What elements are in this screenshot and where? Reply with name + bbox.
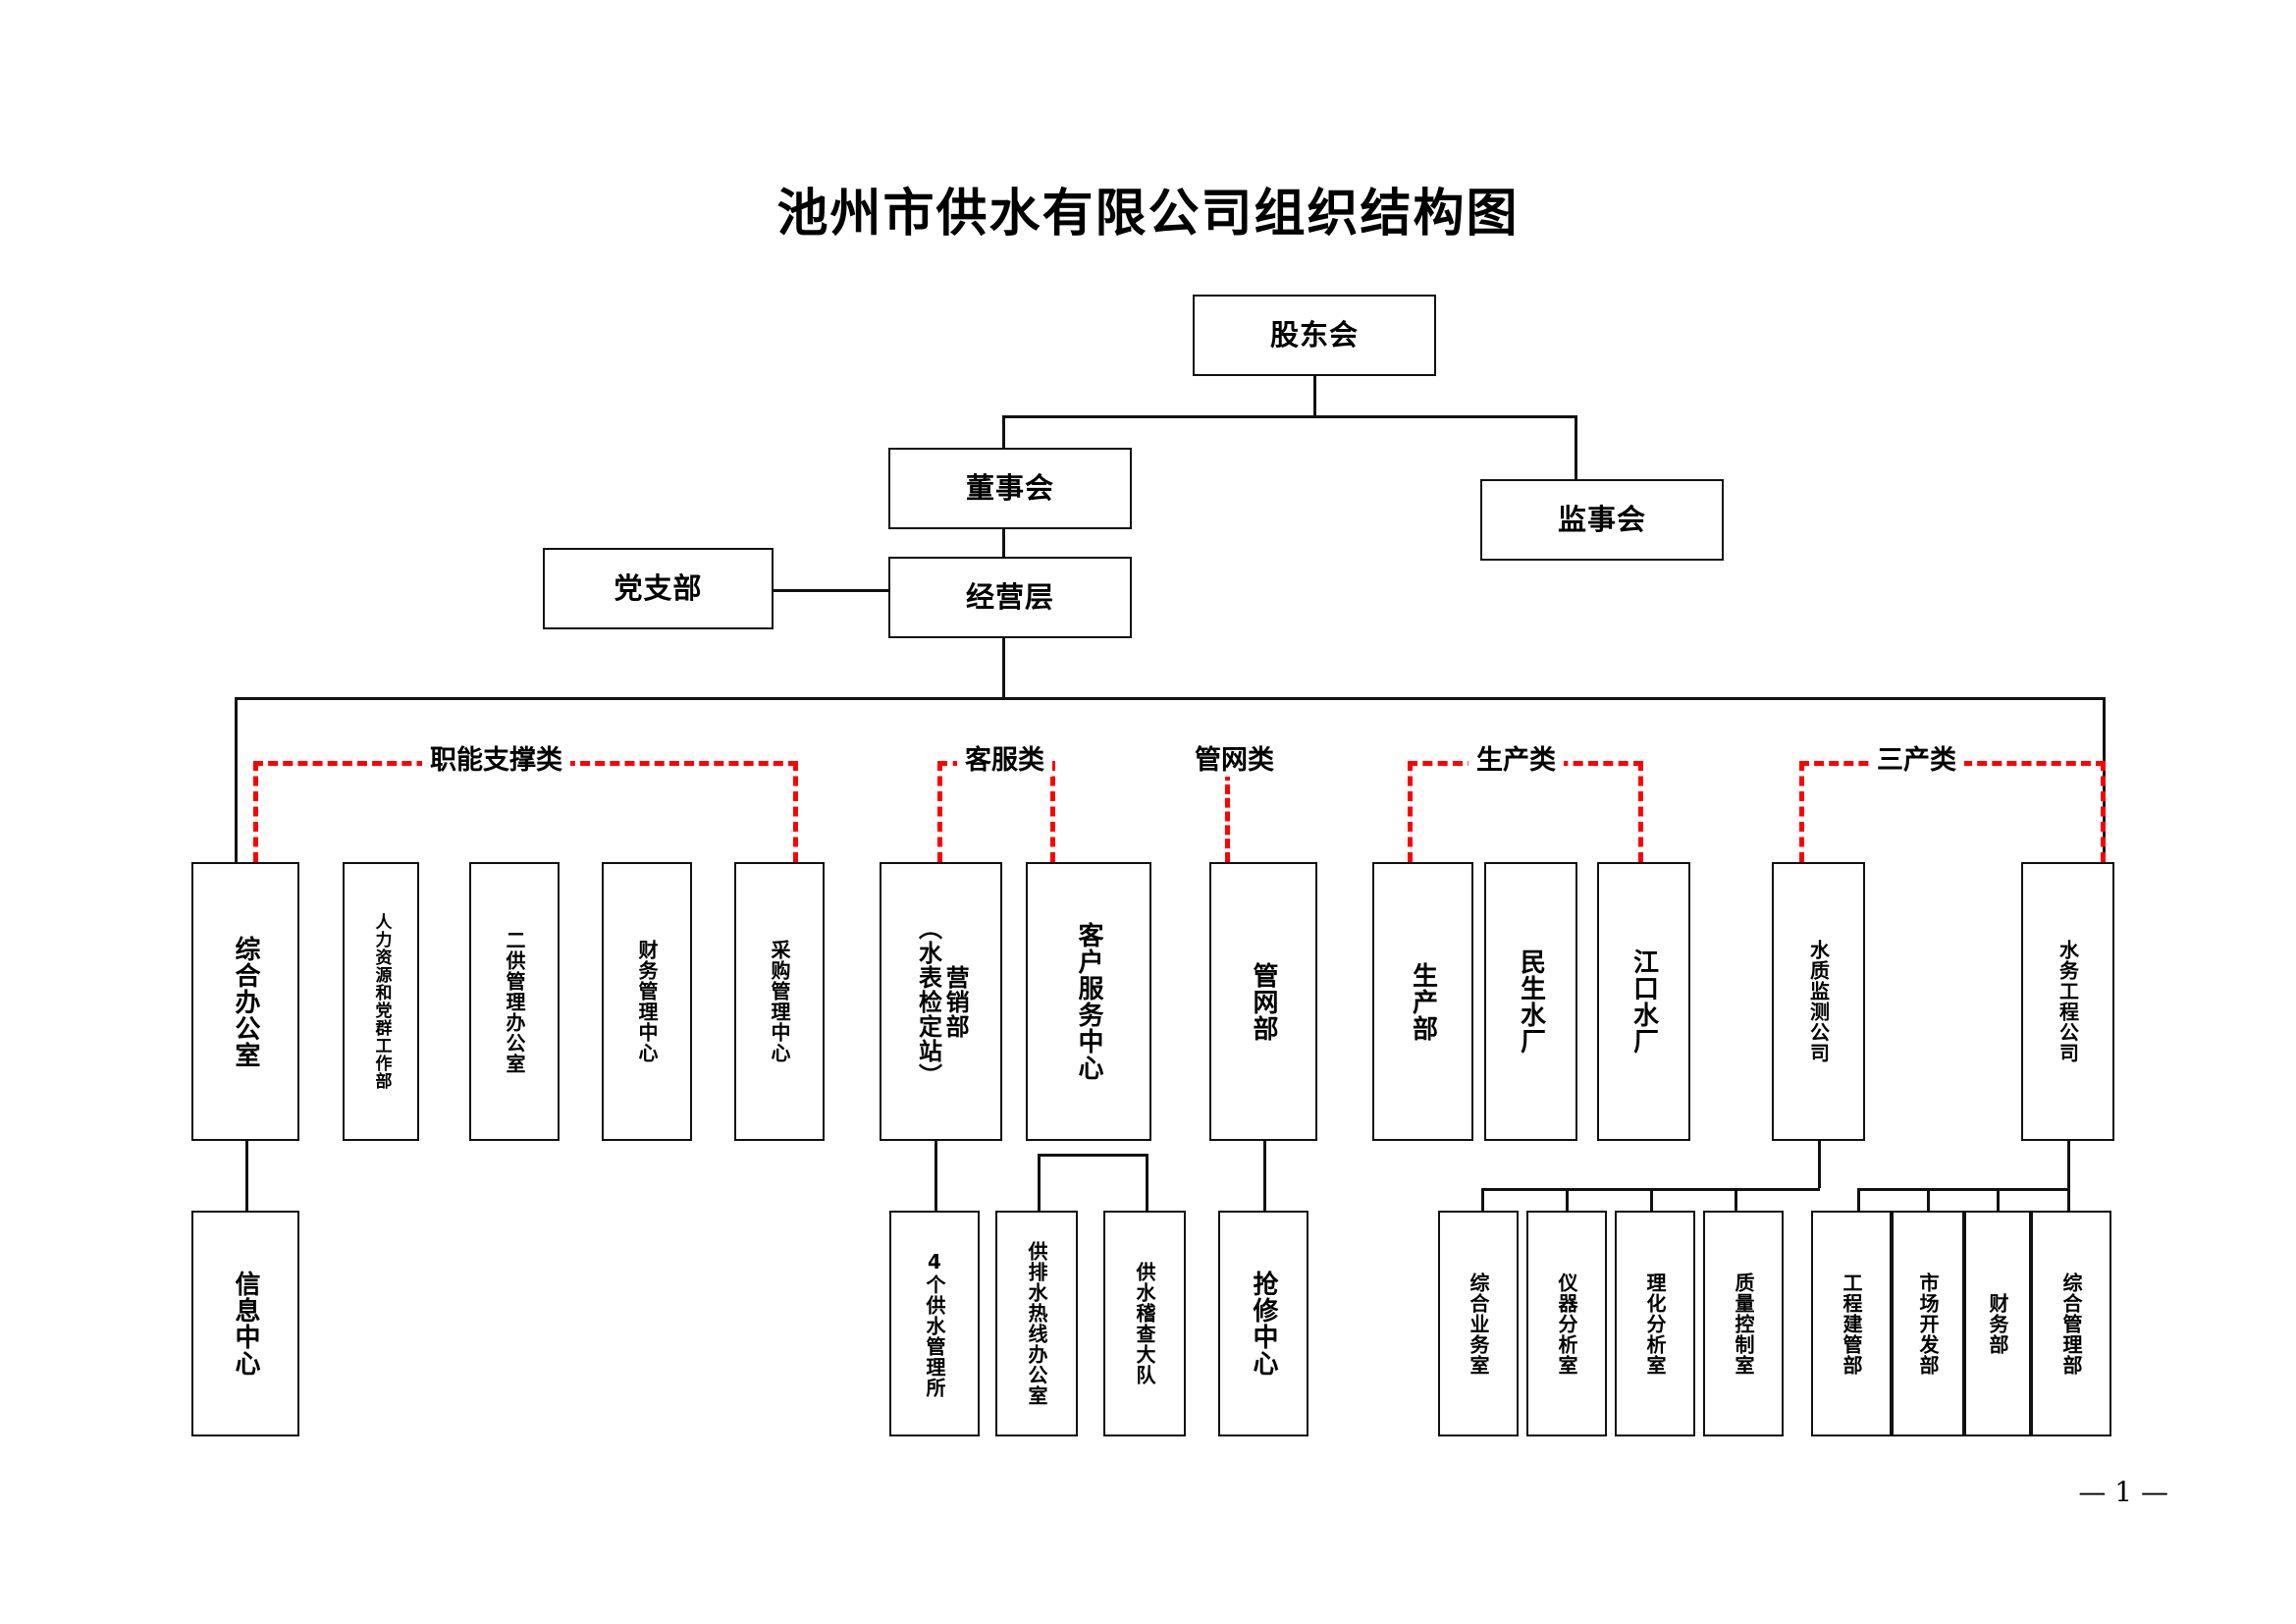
node-jiangkou-water-plant-label: 江口水厂 xyxy=(1629,948,1659,1055)
node-physical-chemical-analysis-room[interactable]: 理化分析室 xyxy=(1615,1211,1695,1436)
node-marketing-dept[interactable]: 营销部 （水表检定站） xyxy=(880,862,1002,1141)
connector-to-board xyxy=(1002,415,1005,448)
node-shareholders[interactable]: 股东会 xyxy=(1193,295,1436,376)
connector-marketing-to-supply-offices xyxy=(934,1141,937,1211)
node-board-of-directors-label: 董事会 xyxy=(965,471,1054,506)
node-finance-management-center-label: 财务管理中心 xyxy=(635,940,659,1063)
page-title: 池州市供水有限公司组织结构图 xyxy=(776,185,1520,244)
connector-water-engineering-down xyxy=(2067,1141,2070,1188)
node-finance-dept[interactable]: 财务部 xyxy=(1964,1211,2031,1436)
connector-pipe-network-to-repair-center xyxy=(1263,1141,1266,1211)
connector-board-bus xyxy=(1002,415,1576,418)
node-minsheng-water-plant-label: 民生水厂 xyxy=(1516,948,1546,1055)
node-board-of-supervisors[interactable]: 监事会 xyxy=(1480,479,1724,561)
category-bracket-pipe-network xyxy=(1225,771,1230,862)
node-party-branch-label: 党支部 xyxy=(614,571,703,606)
node-general-office-label: 综合办公室 xyxy=(231,935,260,1068)
node-hr-and-party-affairs[interactable]: 人力资源和党群工作部 xyxy=(343,862,419,1141)
node-shareholders-label: 股东会 xyxy=(1269,318,1359,352)
connector-management-down xyxy=(1002,617,1005,699)
node-water-engineering-company-label: 水务工程公司 xyxy=(2056,940,2080,1063)
node-board-of-directors[interactable]: 董事会 xyxy=(888,448,1132,529)
node-procurement-management-center-label: 采购管理中心 xyxy=(768,940,791,1063)
connector-water-engineering-bus xyxy=(1857,1188,2069,1191)
node-instrument-analysis-room[interactable]: 仪器分析室 xyxy=(1526,1211,1607,1436)
node-quality-control-room-label: 质量控制室 xyxy=(1732,1272,1755,1376)
node-general-business-room-label: 综合业务室 xyxy=(1467,1272,1490,1376)
node-customer-service-center-label: 客户服务中心 xyxy=(1074,922,1103,1081)
node-water-engineering-company[interactable]: 水务工程公司 xyxy=(2021,862,2114,1141)
connector-to-finance-dept xyxy=(1997,1188,2000,1211)
node-board-of-supervisors-label: 监事会 xyxy=(1557,503,1646,537)
node-jiangkou-water-plant[interactable]: 江口水厂 xyxy=(1597,862,1690,1141)
connector-main-bus xyxy=(235,697,2105,700)
connector-to-quality-control-room xyxy=(1735,1188,1737,1211)
connector-to-hotline-office xyxy=(1038,1154,1041,1211)
node-general-management-dept[interactable]: 综合管理部 xyxy=(2031,1211,2111,1436)
connector-to-supervisors xyxy=(1575,415,1577,479)
node-engineering-construction-dept[interactable]: 工程建管部 xyxy=(1811,1211,1892,1436)
node-quality-control-room[interactable]: 质量控制室 xyxy=(1703,1211,1784,1436)
connector-bus-leg-general-office xyxy=(235,697,238,862)
connector-to-physchem-analysis-room xyxy=(1650,1188,1653,1211)
node-hr-and-party-affairs-label: 人力资源和党群工作部 xyxy=(371,913,392,1090)
node-secondary-supply-office[interactable]: 二供管理办公室 xyxy=(469,862,560,1141)
node-management-layer[interactable]: 经营层 xyxy=(888,557,1132,638)
node-information-center[interactable]: 信息中心 xyxy=(191,1211,299,1436)
node-marketing-dept-label: 营销部 （水表检定站） xyxy=(914,915,970,1088)
node-management-layer-label: 经营层 xyxy=(965,580,1054,615)
node-general-office[interactable]: 综合办公室 xyxy=(191,862,299,1141)
connector-board-to-management xyxy=(1002,506,1005,557)
connector-to-engineering-construction-dept xyxy=(1857,1188,1860,1211)
connector-to-market-development-dept xyxy=(1927,1188,1930,1211)
node-water-quality-monitoring-company[interactable]: 水质监测公司 xyxy=(1772,862,1865,1141)
node-market-development-dept-label: 市场开发部 xyxy=(1916,1272,1940,1376)
node-minsheng-water-plant[interactable]: 民生水厂 xyxy=(1484,862,1577,1141)
node-party-branch[interactable]: 党支部 xyxy=(543,548,774,629)
connector-party-to-management xyxy=(758,589,890,592)
category-label-tertiary-industry: 三产类 xyxy=(1869,738,1964,777)
node-general-management-dept-label: 综合管理部 xyxy=(2059,1272,2083,1376)
category-label-production: 生产类 xyxy=(1468,738,1564,777)
node-production-dept[interactable]: 生产部 xyxy=(1372,862,1473,1141)
node-four-water-supply-offices-label: 4个供水管理所 xyxy=(923,1249,946,1398)
node-finance-dept-label: 财务部 xyxy=(1986,1292,2009,1355)
node-pipe-network-dept[interactable]: 管网部 xyxy=(1209,862,1317,1141)
connector-water-quality-down xyxy=(1818,1141,1821,1188)
category-label-pipe-network: 管网类 xyxy=(1187,738,1282,777)
node-water-supply-inspection-team[interactable]: 供水稽查大队 xyxy=(1103,1211,1186,1436)
node-emergency-repair-center[interactable]: 抢修中心 xyxy=(1218,1211,1308,1436)
connector-to-supply-inspection-team xyxy=(1146,1154,1148,1211)
node-water-quality-monitoring-company-label: 水质监测公司 xyxy=(1806,940,1831,1063)
node-water-supply-inspection-team-label: 供水稽查大队 xyxy=(1133,1262,1156,1385)
connector-general-office-to-info-center xyxy=(245,1141,248,1211)
connector-to-instrument-analysis-room xyxy=(1566,1188,1569,1211)
connector-shareholders-down xyxy=(1313,376,1316,415)
page-number: — 1 — xyxy=(2078,1476,2168,1508)
connector-to-general-management-dept xyxy=(2067,1188,2070,1211)
node-pipe-network-dept-label: 管网部 xyxy=(1249,961,1278,1042)
node-finance-management-center[interactable]: 财务管理中心 xyxy=(602,862,692,1141)
node-general-business-room[interactable]: 综合业务室 xyxy=(1438,1211,1519,1436)
category-label-functional-support: 职能支撑类 xyxy=(422,738,570,777)
node-instrument-analysis-room-label: 仪器分析室 xyxy=(1555,1272,1578,1376)
node-emergency-repair-center-label: 抢修中心 xyxy=(1249,1271,1278,1377)
node-customer-service-center[interactable]: 客户服务中心 xyxy=(1026,862,1151,1141)
connector-bus-leg-water-engineering xyxy=(2103,697,2106,862)
node-physical-chemical-analysis-room-label: 理化分析室 xyxy=(1643,1272,1667,1376)
node-procurement-management-center[interactable]: 采购管理中心 xyxy=(734,862,825,1141)
node-four-water-supply-offices[interactable]: 4个供水管理所 xyxy=(889,1211,980,1436)
node-water-supply-drainage-hotline-office[interactable]: 供排水热线办公室 xyxy=(995,1211,1078,1436)
category-label-customer-service: 客服类 xyxy=(957,738,1052,777)
node-secondary-supply-office-label: 二供管理办公室 xyxy=(503,929,526,1074)
node-information-center-label: 信息中心 xyxy=(231,1271,260,1377)
node-market-development-dept[interactable]: 市场开发部 xyxy=(1892,1211,1964,1436)
node-production-dept-label: 生产部 xyxy=(1408,961,1438,1042)
node-engineering-construction-dept-label: 工程建管部 xyxy=(1840,1272,1863,1376)
connector-customer-service-bus xyxy=(1038,1154,1146,1157)
connector-to-general-business-room xyxy=(1481,1188,1484,1211)
node-water-supply-drainage-hotline-office-label: 供排水热线办公室 xyxy=(1025,1241,1048,1406)
